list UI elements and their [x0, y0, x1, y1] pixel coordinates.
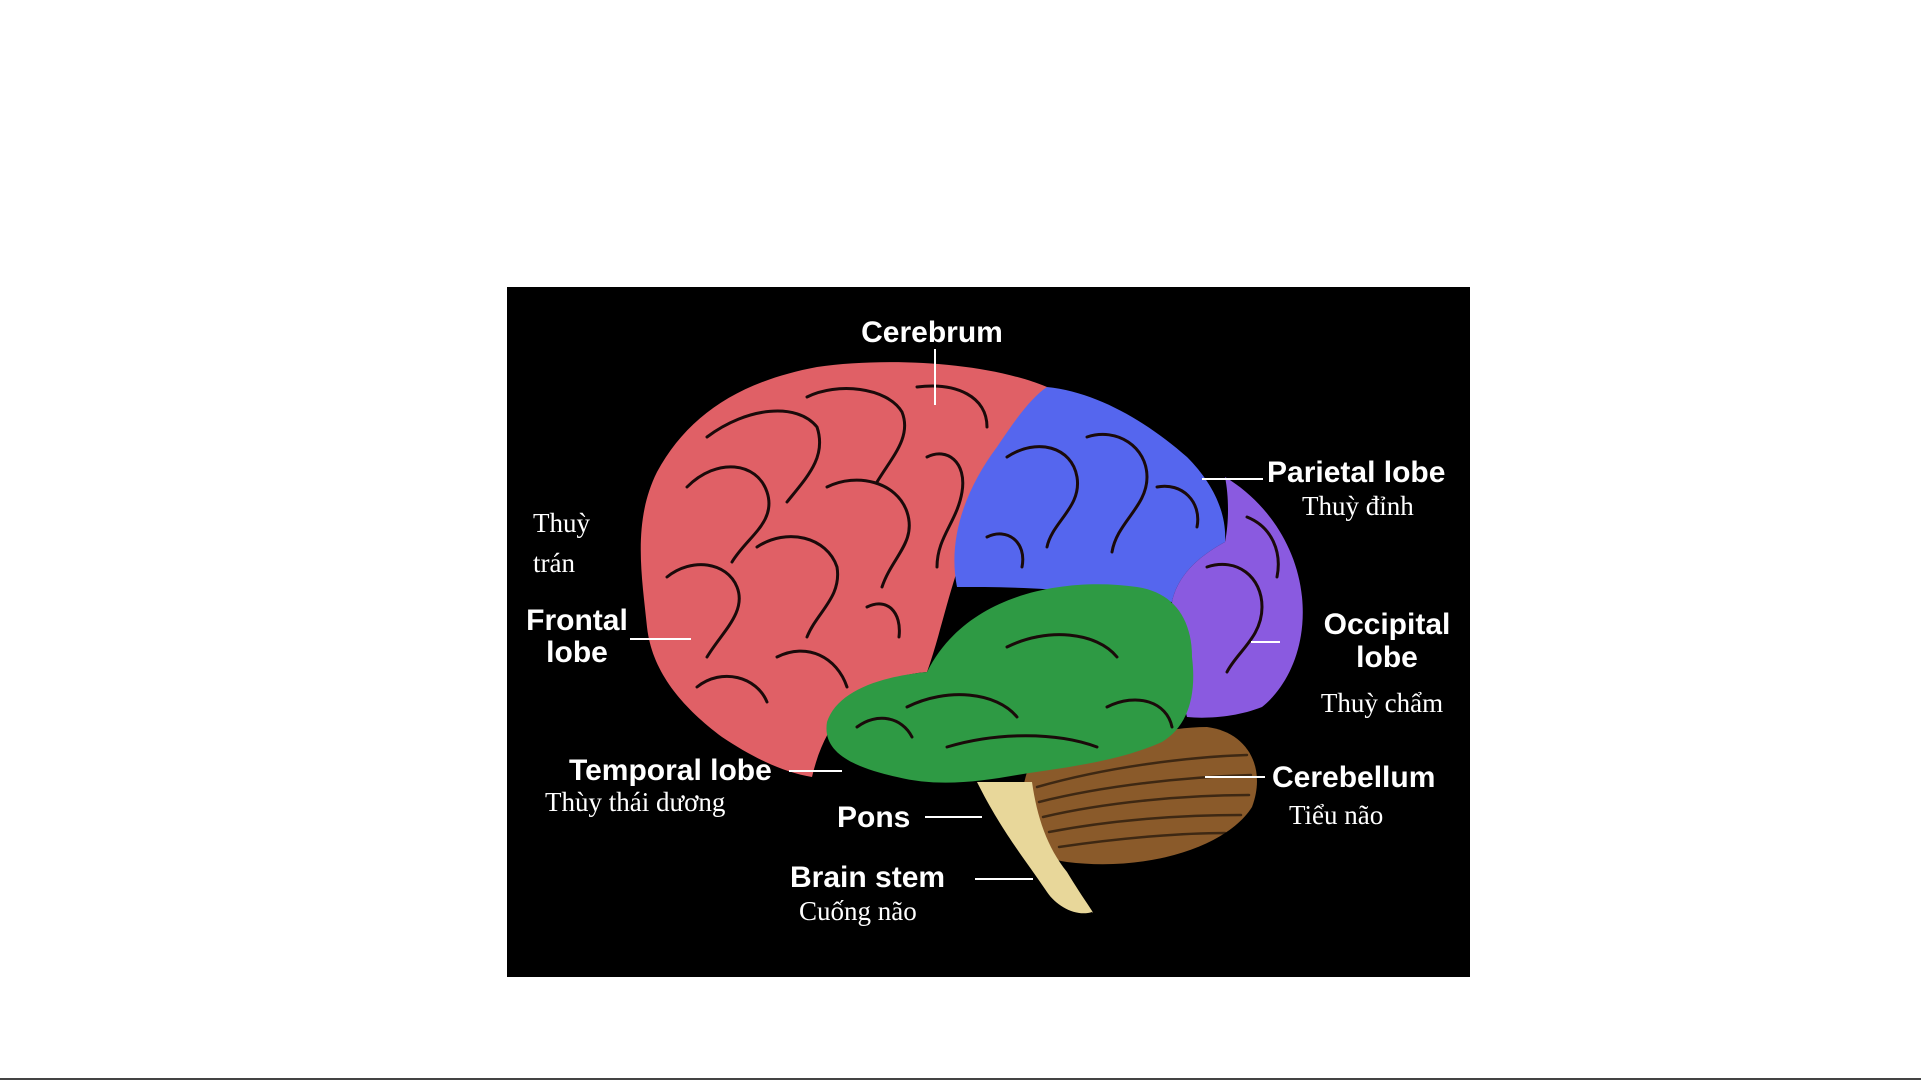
brainstem-vi-label: Cuống não [799, 896, 917, 926]
temporal-label: Temporal lobe [569, 754, 772, 787]
cerebrum-label: Cerebrum [861, 316, 1003, 349]
parietal-label: Parietal lobe [1267, 456, 1445, 489]
parietal-vi-label: Thuỳ đỉnh [1302, 491, 1414, 521]
brain-diagram: Cerebrum Parietal lobe Thuỳ đỉnh Thuỳ tr… [507, 287, 1470, 977]
frontal-vi-label-2: trán [533, 548, 575, 578]
brain-illustration: Cerebrum Parietal lobe Thuỳ đỉnh Thuỳ tr… [507, 287, 1470, 977]
cerebellum-label: Cerebellum [1272, 761, 1435, 794]
cerebellum-vi-label: Tiểu não [1289, 800, 1383, 830]
frontal-label-2: lobe [546, 636, 608, 669]
frontal-label-1: Frontal [526, 604, 628, 637]
temporal-vi-label: Thùy thái dương [545, 787, 725, 817]
brainstem-label: Brain stem [790, 861, 945, 894]
occipital-label-2: lobe [1356, 641, 1418, 674]
pons-label: Pons [837, 801, 910, 834]
occipital-label-1: Occipital [1324, 608, 1451, 641]
bottom-divider [0, 1078, 1921, 1080]
occipital-vi-label: Thuỳ chẩm [1321, 688, 1443, 718]
frontal-vi-label-1: Thuỳ [533, 508, 590, 538]
